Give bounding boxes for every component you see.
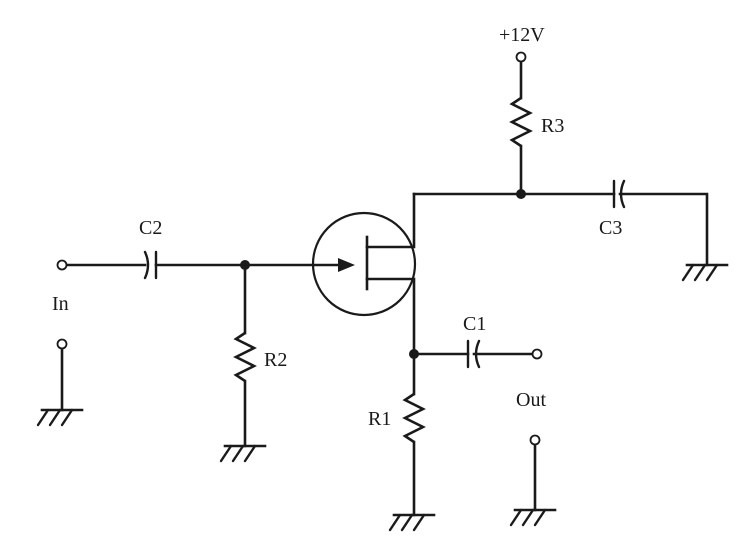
r1-label: R1 bbox=[368, 408, 391, 430]
resistor-r3 bbox=[509, 96, 533, 148]
output-label: Out bbox=[516, 389, 546, 411]
transistor-jfet bbox=[311, 192, 417, 356]
output-terminal bbox=[531, 348, 543, 360]
ground-r2 bbox=[219, 444, 267, 463]
capacitor-c2 bbox=[143, 250, 158, 280]
supply-label: +12V bbox=[499, 24, 545, 46]
input-terminal bbox=[56, 259, 68, 271]
input-label: In bbox=[52, 293, 69, 315]
c2-label: C2 bbox=[139, 217, 162, 239]
supply-terminal bbox=[515, 51, 527, 100]
ground-r1 bbox=[388, 513, 436, 532]
resistor-r2 bbox=[233, 331, 257, 383]
c3-label: C3 bbox=[599, 217, 622, 239]
r2-label: R2 bbox=[264, 349, 287, 371]
ground-input bbox=[36, 338, 84, 427]
resistor-r1 bbox=[402, 392, 426, 444]
wire-c3-to-ground bbox=[618, 192, 709, 267]
junction-drain bbox=[516, 189, 526, 199]
gate-arrow-icon bbox=[338, 258, 355, 272]
c1-label: C1 bbox=[463, 313, 486, 335]
r3-label: R3 bbox=[541, 115, 564, 137]
ground-c3 bbox=[681, 263, 729, 282]
ground-output bbox=[509, 434, 557, 527]
